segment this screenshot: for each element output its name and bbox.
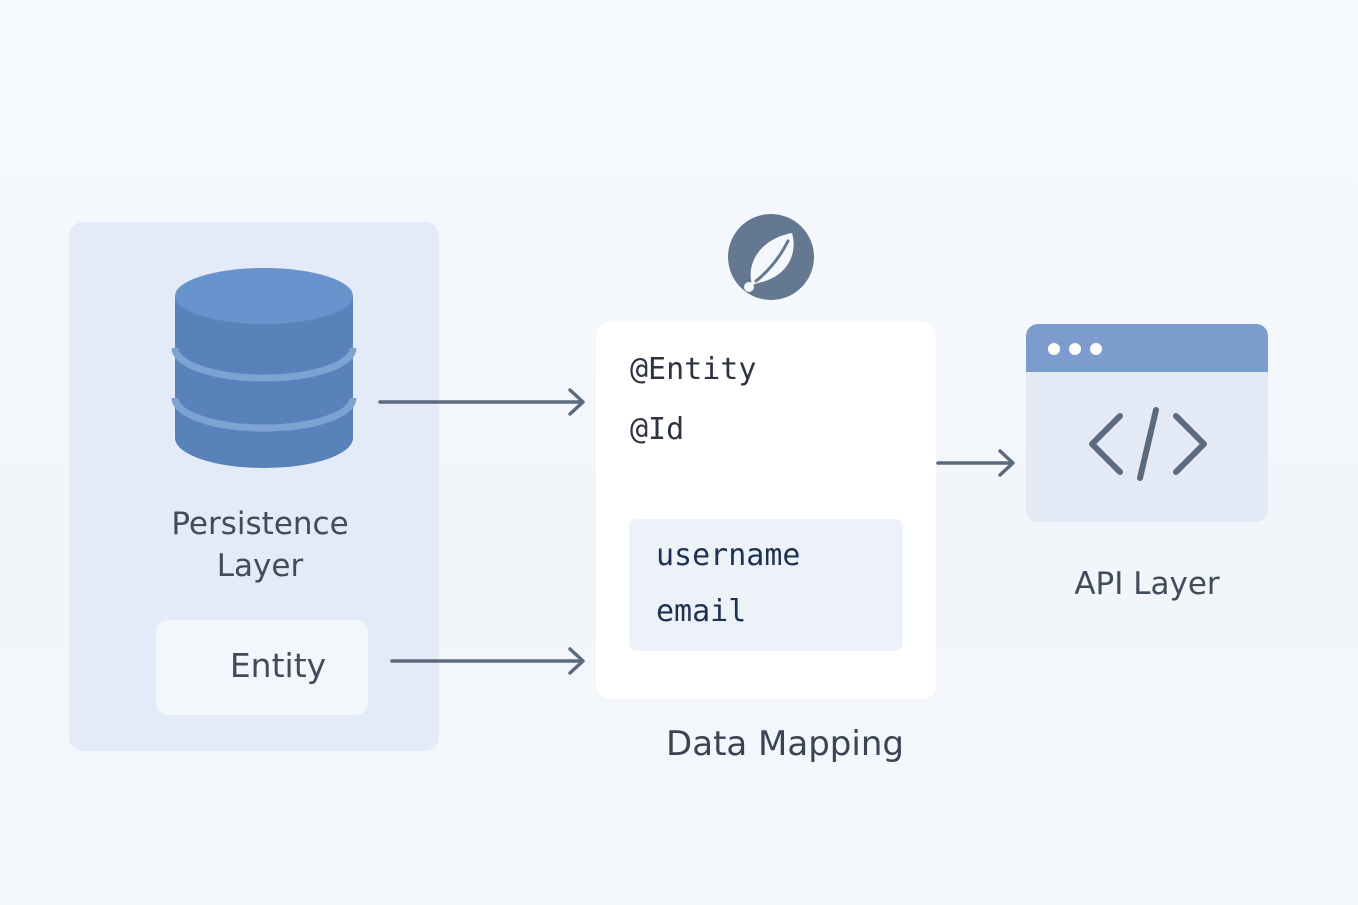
- data-mapping-label: Data Mapping: [666, 724, 904, 764]
- arrow-mapping-to-api: [936, 449, 1015, 477]
- code-brackets-icon: [1089, 407, 1207, 481]
- entity-box: [156, 620, 368, 715]
- window-dot-icon: [1069, 343, 1081, 355]
- window-dot-icon: [1090, 343, 1102, 355]
- id-annotation: @Id: [630, 412, 685, 447]
- entity-annotation: @Entity: [630, 352, 757, 387]
- database-icon: [171, 268, 357, 468]
- arrow-db-to-mapping: [378, 388, 585, 416]
- arrow-entity-to-mapping: [390, 647, 585, 675]
- api-window: [1026, 324, 1268, 522]
- fields-box: [629, 519, 903, 651]
- api-window-titlebar: [1026, 324, 1268, 372]
- persistence-label-line1: Persistence: [171, 506, 349, 542]
- api-layer-label: API Layer: [1074, 566, 1220, 602]
- persistence-label-line2: Layer: [216, 548, 304, 584]
- window-dot-icon: [1048, 343, 1060, 355]
- field-username: username: [656, 538, 801, 573]
- entity-label: Entity: [229, 646, 327, 685]
- spring-leaf-icon: [728, 214, 814, 300]
- field-email: email: [656, 594, 747, 629]
- persistence-layer-label: Persistence Layer: [110, 503, 410, 587]
